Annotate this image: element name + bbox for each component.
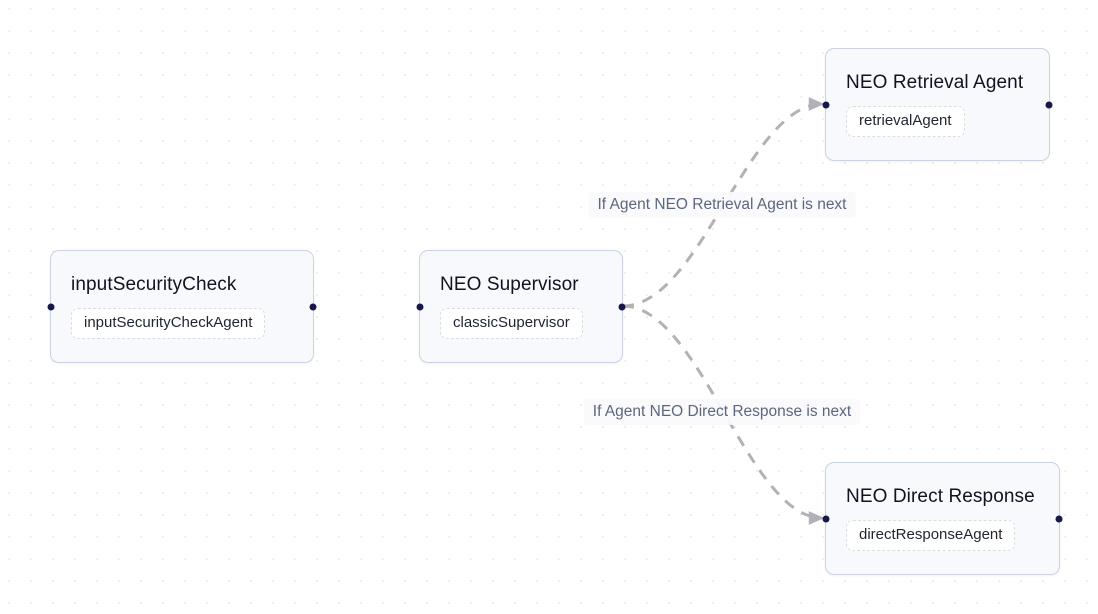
node-title: NEO Retrieval Agent: [846, 71, 1024, 93]
node-handle-right[interactable]: [1045, 101, 1053, 108]
node-agent-chip[interactable]: classicSupervisor: [440, 307, 583, 340]
node-handle-left[interactable]: [47, 303, 55, 310]
node-handle-right[interactable]: [309, 303, 317, 310]
node-agent-chip[interactable]: retrievalAgent: [846, 105, 965, 138]
node-agent-chip[interactable]: directResponseAgent: [846, 519, 1016, 552]
flow-node-neoDirectResponse[interactable]: NEO Direct Response directResponseAgent: [822, 462, 1063, 575]
flow-node-inputSecurityCheck[interactable]: inputSecurityCheck inputSecurityCheckAgen…: [47, 250, 317, 363]
edge-label-supervisor-to-direct: If Agent NEO Direct Response is next: [583, 398, 861, 426]
node-handle-right[interactable]: [1055, 515, 1063, 522]
node-title: NEO Direct Response: [846, 485, 1035, 507]
node-title: NEO Supervisor: [440, 273, 579, 295]
node-handle-right[interactable]: [618, 303, 626, 310]
node-handle-left[interactable]: [822, 101, 830, 108]
flow-node-neoRetrievalAgent[interactable]: NEO Retrieval Agent retrievalAgent: [822, 48, 1053, 161]
node-title: inputSecurityCheck: [71, 273, 237, 295]
node-handle-left[interactable]: [822, 515, 830, 522]
edge-label-supervisor-to-retrieval: If Agent NEO Retrieval Agent is next: [588, 191, 856, 219]
flow-node-neoSupervisor[interactable]: NEO Supervisor classicSupervisor: [416, 250, 626, 363]
node-handle-left[interactable]: [416, 303, 424, 310]
node-agent-chip[interactable]: inputSecurityCheckAgent: [71, 307, 266, 340]
